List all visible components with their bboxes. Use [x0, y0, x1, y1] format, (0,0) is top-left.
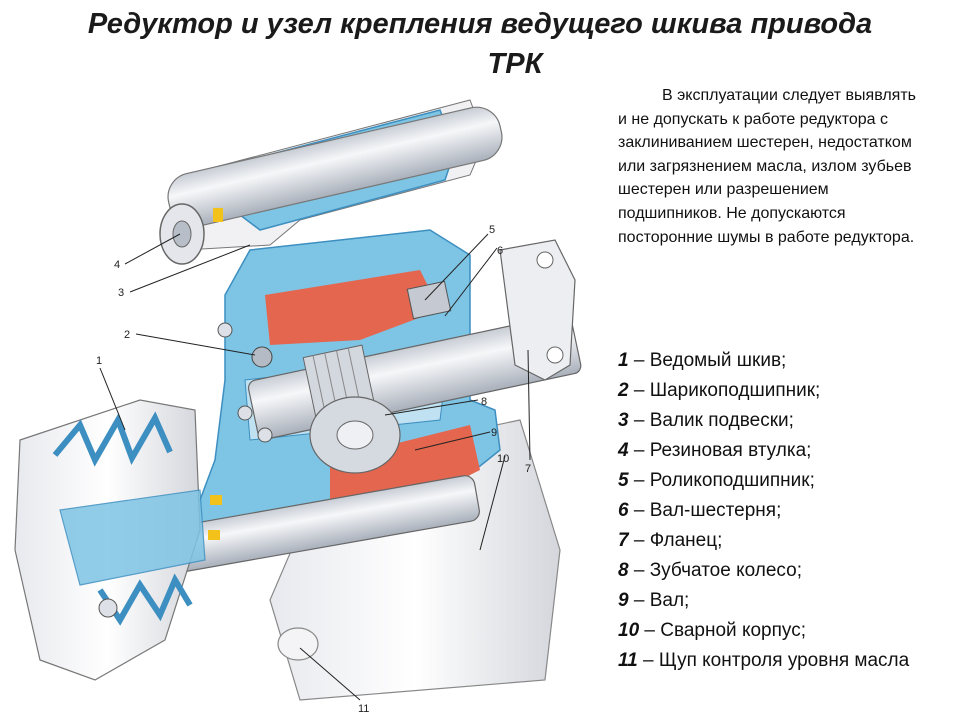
legend-separator: – [628, 380, 650, 401]
housing-cavity-upper [265, 270, 440, 345]
legend-number: 4 [618, 440, 629, 461]
legend-number: 2 [618, 380, 629, 401]
callout-9: 9 [491, 427, 497, 439]
housing-bolt-1 [217, 322, 233, 338]
legend-separator: – [628, 350, 650, 371]
legend-label: Сварной корпус; [660, 620, 806, 641]
title-line-2: ТРК [487, 48, 543, 80]
legend-item: 7 – Фланец; [618, 526, 948, 556]
description-text: В эксплуатации следует выявлять и не доп… [618, 84, 928, 249]
callout-6: 6 [497, 245, 503, 257]
callout-2: 2 [124, 329, 130, 341]
gear-wheel-hub [336, 420, 374, 450]
flange-hole-top [536, 251, 554, 269]
flange-hole-bottom [546, 346, 564, 364]
housing-bolt-2 [237, 405, 253, 421]
callout-labels: 1 2 3 4 5 6 7 8 9 10 11 [96, 224, 531, 715]
legend-label: Вал-шестерня; [649, 500, 782, 521]
callout-11: 11 [358, 703, 369, 715]
legend-separator: – [628, 560, 650, 581]
legend-separator: – [628, 530, 650, 551]
legend-number: 10 [618, 620, 640, 641]
legend-label: Шарикоподшипник; [649, 380, 821, 401]
callout-5: 5 [489, 224, 495, 236]
legend-label: Вал; [649, 590, 690, 611]
leader-lines [99, 233, 531, 701]
pulley-hub-section [59, 489, 206, 586]
callout-7: 7 [525, 463, 531, 475]
housing-bolt-3 [257, 427, 273, 443]
pulley-grooves-lower [97, 573, 193, 626]
legend-separator: – [639, 620, 661, 641]
seal-ring-low [208, 530, 220, 540]
legend-number: 1 [618, 350, 629, 371]
legend-number: 9 [618, 590, 629, 611]
legend-label: Резиновая втулка; [649, 440, 812, 461]
pulley-grooves [52, 411, 173, 467]
legend-item: 1 – Ведомый шкив; [618, 346, 948, 376]
callout-3: 3 [118, 287, 124, 299]
parts-legend: 1 – Ведомый шкив;2 – Шарикоподшипник;3 –… [618, 346, 948, 676]
roller-bearing [406, 280, 452, 320]
seal-ring-top [213, 208, 223, 222]
legend-item: 4 – Резиновая втулка; [618, 436, 948, 466]
legend-number: 5 [618, 470, 629, 491]
dipstick-port [277, 627, 319, 661]
suspension-shaft [167, 106, 503, 228]
legend-number: 7 [618, 530, 629, 551]
callout-8: 8 [481, 396, 487, 408]
gearbox-cutaway-diagram: 1 2 3 4 5 6 7 8 9 10 11 [14, 99, 582, 715]
legend-separator: – [628, 470, 650, 491]
pulley-bolt [98, 598, 118, 618]
legend-number: 8 [618, 560, 629, 581]
legend-label: Фланец; [649, 530, 723, 551]
legend-item: 10 – Сварной корпус; [618, 616, 948, 646]
description-body: В эксплуатации следует выявлять и не доп… [618, 87, 916, 246]
callout-4: 4 [114, 259, 120, 271]
legend-item: 2 – Шарикоподшипник; [618, 376, 948, 406]
callout-1: 1 [96, 355, 102, 367]
callout-10: 10 [497, 453, 509, 465]
legend-item: 11 – Щуп контроля уровня масла [618, 646, 948, 676]
legend-item: 6 – Вал-шестерня; [618, 496, 948, 526]
legend-separator: – [628, 440, 650, 461]
bushing-hole [172, 220, 192, 248]
legend-separator: – [628, 410, 650, 431]
page-title: Редуктор и узел крепления ведущего шкива… [0, 4, 960, 84]
title-line-1: Редуктор и узел крепления ведущего шкива… [87, 8, 873, 40]
legend-item: 5 – Роликоподшипник; [618, 466, 948, 496]
legend-item: 9 – Вал; [618, 586, 948, 616]
ball-bearing [251, 346, 273, 368]
legend-number: 3 [618, 410, 629, 431]
legend-number: 11 [618, 650, 638, 671]
legend-label: Зубчатое колесо; [649, 560, 802, 581]
legend-separator: – [637, 650, 659, 671]
legend-label: Роликоподшипник; [649, 470, 815, 491]
legend-item: 3 – Валик подвески; [618, 406, 948, 436]
legend-item: 8 – Зубчатое колесо; [618, 556, 948, 586]
seal-ring-mid [210, 495, 222, 505]
flange [499, 239, 576, 381]
legend-number: 6 [618, 500, 629, 521]
legend-separator: – [628, 500, 650, 521]
legend-label: Валик подвески; [649, 410, 794, 431]
legend-label: Щуп контроля уровня масла [658, 650, 910, 671]
legend-label: Ведомый шкив; [649, 350, 787, 371]
legend-separator: – [628, 590, 650, 611]
